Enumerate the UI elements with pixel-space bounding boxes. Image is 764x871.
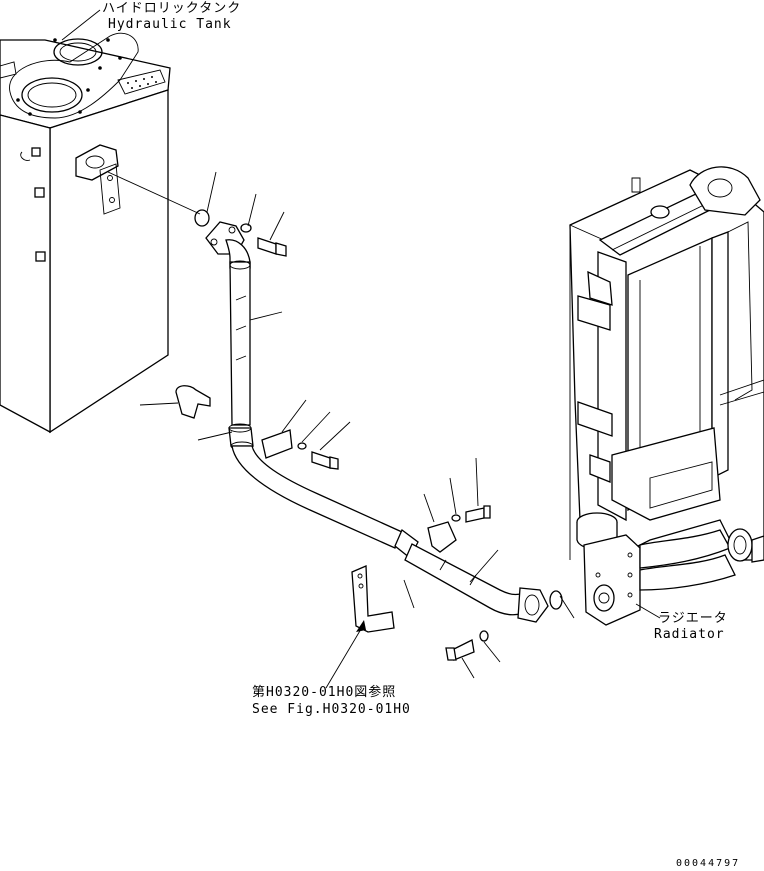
radiator-label-en: Radiator — [654, 627, 725, 642]
drawing-number: 00044797 — [676, 858, 740, 869]
radiator-label-jp: ラジエータ — [658, 611, 728, 626]
reference-label-en: See Fig.H0320-01H0 — [252, 702, 411, 717]
reference-label-jp: 第H0320-01H0図参照 — [252, 684, 396, 700]
hydraulic-tank-label-en: Hydraulic Tank — [108, 17, 232, 32]
hydraulic-tank — [0, 32, 171, 434]
leader-lines — [61, 9, 661, 689]
radiator — [569, 166, 764, 626]
hardware — [175, 209, 491, 661]
hydraulic-tank-label-jp: ハイドロリックタンク — [102, 1, 241, 16]
coolant-pipe — [205, 221, 563, 623]
